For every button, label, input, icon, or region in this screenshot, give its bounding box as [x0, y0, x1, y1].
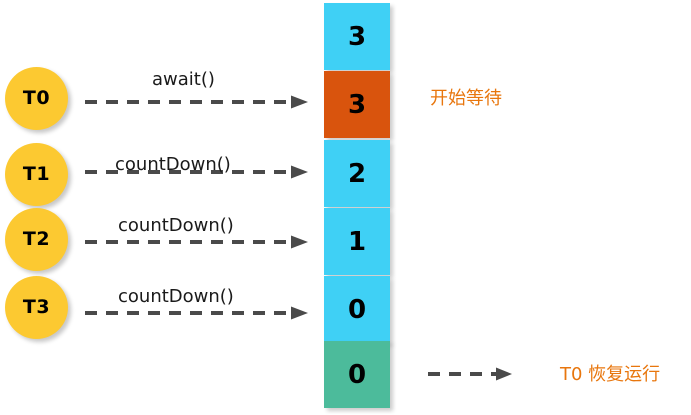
counter-value: 1 [347, 226, 367, 257]
counter-value: 2 [347, 158, 367, 189]
counter-value: 0 [347, 294, 367, 325]
dashed-arrow-icon [85, 95, 308, 109]
dashed-arrow-icon [428, 367, 512, 381]
dashed-arrow-icon [85, 165, 308, 179]
counter-value: 3 [347, 21, 367, 52]
call-label-await: await() [152, 69, 215, 90]
call-arrow-t3 [85, 303, 310, 323]
thread-node-t3[interactable]: T3 [5, 276, 68, 339]
counter-value: 0 [347, 359, 367, 390]
annotation-start-waiting: 开始等待 [430, 88, 502, 109]
thread-label: T0 [22, 87, 51, 109]
dashed-arrow-icon [85, 235, 308, 249]
thread-label: T1 [22, 163, 51, 185]
call-label-countdown-t2: countDown() [118, 215, 234, 236]
counter-block-zero: 0 [324, 276, 390, 343]
call-label-countdown-t3: countDown() [118, 286, 234, 307]
thread-node-t1[interactable]: T1 [5, 143, 68, 206]
counter-block-waiting: 3 [324, 71, 390, 138]
thread-label: T3 [22, 296, 51, 318]
call-label-countdown-t1: countDown() [115, 154, 231, 175]
counter-block-initial: 3 [324, 3, 390, 70]
release-arrow [428, 364, 514, 384]
counter-value: 3 [347, 89, 367, 120]
annotation-t0-resume: T0 恢复运行 [560, 364, 661, 385]
counter-block-released: 0 [324, 341, 390, 408]
counter-block-one: 1 [324, 208, 390, 275]
thread-node-t0[interactable]: T0 [5, 67, 68, 130]
counter-block-two: 2 [324, 140, 390, 207]
call-arrow-t1 [85, 162, 310, 182]
call-arrow-t0 [85, 92, 310, 112]
dashed-arrow-icon [85, 306, 308, 320]
call-arrow-t2 [85, 232, 310, 252]
thread-node-t2[interactable]: T2 [5, 208, 68, 271]
thread-label: T2 [22, 228, 51, 250]
